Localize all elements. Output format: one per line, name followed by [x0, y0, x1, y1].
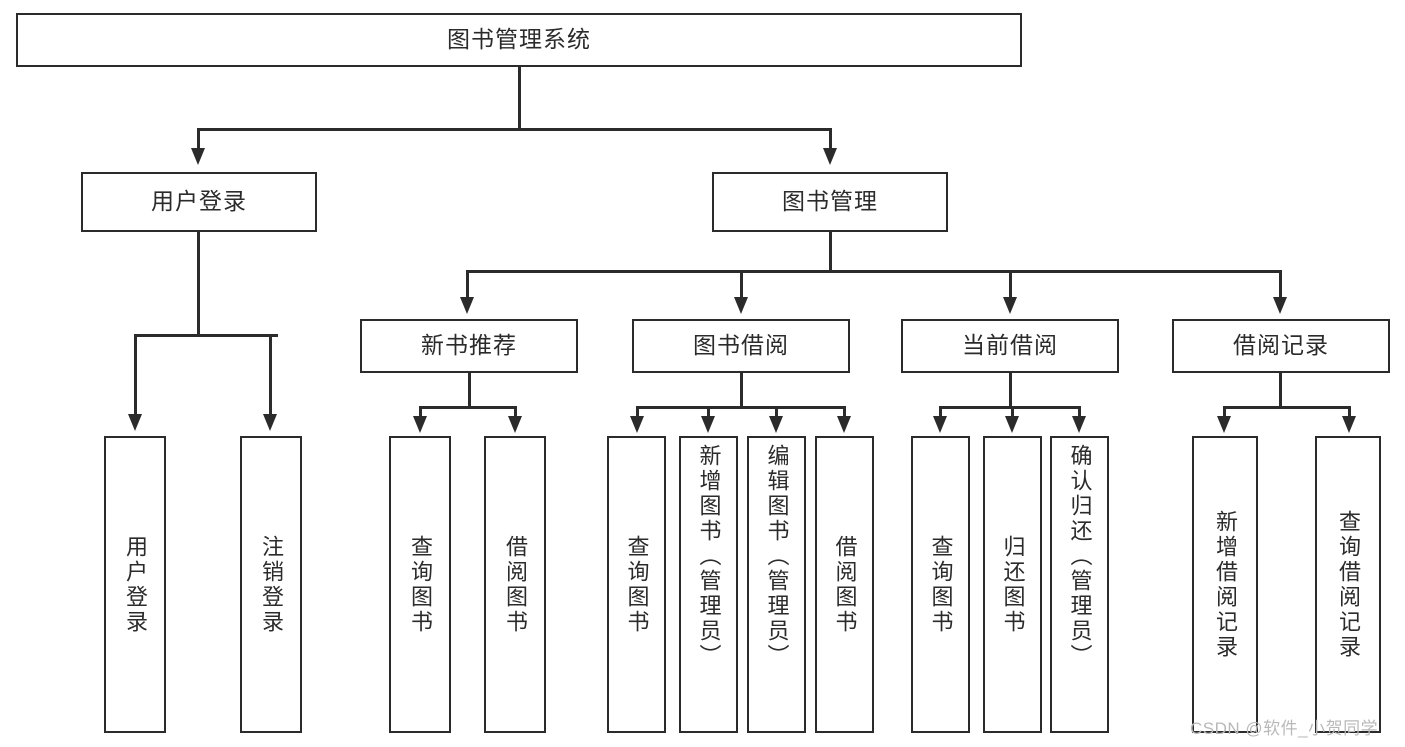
leaf-add-record-label: 新增借阅记录 — [1213, 509, 1238, 660]
connector-br-bar — [1223, 406, 1348, 409]
leaf-query-book-2-label: 查询图书 — [624, 534, 650, 635]
connector-book-manage-bar — [466, 270, 1281, 273]
node-borrow-record-label: 借阅记录 — [1233, 332, 1329, 359]
node-book-borrow[interactable]: 图书借阅 — [632, 319, 850, 373]
arrow-to-leaf-query-book-2 — [630, 416, 644, 433]
arrow-to-new-book-rec — [460, 297, 474, 314]
connector-bb-bar — [636, 406, 845, 409]
arrow-to-current-borrow — [1003, 297, 1017, 314]
arrow-to-leaf-query-record — [1342, 416, 1356, 433]
arrow-to-leaf-query-book-3 — [933, 416, 947, 433]
leaf-query-book-2[interactable]: 查询图书 — [607, 436, 666, 733]
arrow-to-book-manage — [823, 148, 837, 165]
connector-cb-drop-1 — [939, 406, 942, 418]
node-root[interactable]: 图书管理系统 — [16, 13, 1022, 67]
leaf-user-login-label: 用户登录 — [123, 534, 148, 635]
arrow-to-leaf-add-book — [701, 416, 715, 433]
leaf-logout-label: 注销登录 — [259, 534, 284, 635]
leaf-add-book-label: 新增图书（管理员） — [696, 444, 722, 669]
connector-cb-drop-3 — [1078, 406, 1081, 418]
arrow-to-book-borrow — [734, 297, 748, 314]
connector-root-bar — [197, 128, 831, 131]
node-user-login[interactable]: 用户登录 — [81, 172, 317, 232]
connector-br-stem — [1279, 373, 1282, 408]
connector-book-manage-stem — [829, 232, 832, 272]
connector-user-login-bar — [134, 334, 278, 337]
node-root-label: 图书管理系统 — [447, 26, 591, 53]
connector-cb-stem — [1009, 373, 1012, 408]
connector-nbr-bar — [419, 406, 516, 409]
arrow-to-leaf-return-book — [1005, 416, 1019, 433]
arrow-to-leaf-borrow-book-1 — [508, 416, 522, 433]
node-new-book-rec[interactable]: 新书推荐 — [360, 319, 578, 373]
connector-bb-drop-3 — [775, 406, 778, 418]
connector-cb-bar — [939, 406, 1080, 409]
arrow-to-user-login — [191, 148, 205, 165]
connector-bb-stem — [740, 373, 743, 408]
connector-nbr-stem — [468, 373, 471, 408]
arrow-to-leaf-borrow-book-2 — [837, 416, 851, 433]
leaf-borrow-book-1[interactable]: 借阅图书 — [484, 436, 546, 733]
node-book-manage[interactable]: 图书管理 — [712, 172, 948, 232]
node-user-login-label: 用户登录 — [151, 188, 247, 215]
node-current-borrow-label: 当前借阅 — [962, 332, 1058, 359]
connector-nbr-drop-2 — [514, 406, 517, 418]
connector-bm-drop-1 — [466, 270, 469, 299]
connector-bm-drop-3 — [1009, 270, 1012, 299]
connector-user-login-drop-1 — [134, 334, 137, 416]
arrow-to-leaf-query-book-1 — [413, 416, 427, 433]
leaf-return-book[interactable]: 归还图书 — [983, 436, 1042, 733]
arrow-to-leaf-add-record — [1217, 416, 1231, 433]
leaf-query-book-1[interactable]: 查询图书 — [389, 436, 451, 733]
leaf-query-book-1-label: 查询图书 — [408, 534, 433, 635]
connector-cb-drop-2 — [1011, 406, 1014, 418]
leaf-logout[interactable]: 注销登录 — [240, 436, 302, 733]
connector-br-drop-1 — [1223, 406, 1226, 418]
leaf-confirm-return[interactable]: 确认归还（管理员） — [1050, 436, 1109, 733]
arrow-to-leaf-logout — [263, 414, 277, 431]
leaf-add-book[interactable]: 新增图书（管理员） — [679, 436, 738, 733]
leaf-borrow-book-1-label: 借阅图书 — [503, 534, 528, 635]
leaf-add-record[interactable]: 新增借阅记录 — [1192, 436, 1258, 733]
leaf-edit-book[interactable]: 编辑图书（管理员） — [747, 436, 806, 733]
leaf-user-login[interactable]: 用户登录 — [104, 436, 166, 733]
arrow-to-leaf-confirm-return — [1072, 416, 1086, 433]
connector-user-login-drop-2 — [269, 334, 272, 416]
connector-root-left-drop — [197, 128, 200, 150]
node-current-borrow[interactable]: 当前借阅 — [901, 319, 1119, 373]
leaf-query-record[interactable]: 查询借阅记录 — [1315, 436, 1381, 733]
leaf-confirm-return-label: 确认归还（管理员） — [1067, 444, 1093, 669]
arrow-to-leaf-user-login — [128, 414, 142, 431]
connector-br-drop-2 — [1348, 406, 1351, 418]
leaf-query-book-3-label: 查询图书 — [928, 534, 954, 635]
connector-root-stem — [518, 67, 521, 130]
node-borrow-record[interactable]: 借阅记录 — [1172, 319, 1390, 373]
node-new-book-rec-label: 新书推荐 — [421, 332, 517, 359]
watermark: CSDN @软件_小贺同学 — [1190, 719, 1379, 738]
arrow-to-leaf-edit-book — [769, 416, 783, 433]
node-book-manage-label: 图书管理 — [782, 188, 878, 215]
arrow-to-borrow-record — [1273, 297, 1287, 314]
connector-user-login-stem — [197, 232, 200, 336]
connector-bm-drop-2 — [740, 270, 743, 299]
connector-bb-drop-2 — [707, 406, 710, 418]
leaf-return-book-label: 归还图书 — [1000, 534, 1026, 635]
connector-nbr-drop-1 — [419, 406, 422, 418]
leaf-query-record-label: 查询借阅记录 — [1336, 509, 1361, 660]
connector-bb-drop-1 — [636, 406, 639, 418]
leaf-query-book-3[interactable]: 查询图书 — [911, 436, 970, 733]
connector-bm-drop-4 — [1279, 270, 1282, 299]
connector-bb-drop-4 — [843, 406, 846, 418]
connector-root-right-drop — [829, 128, 832, 150]
leaf-borrow-book-2[interactable]: 借阅图书 — [815, 436, 874, 733]
leaf-edit-book-label: 编辑图书（管理员） — [764, 444, 790, 669]
node-book-borrow-label: 图书借阅 — [693, 332, 789, 359]
leaf-borrow-book-2-label: 借阅图书 — [832, 534, 858, 635]
